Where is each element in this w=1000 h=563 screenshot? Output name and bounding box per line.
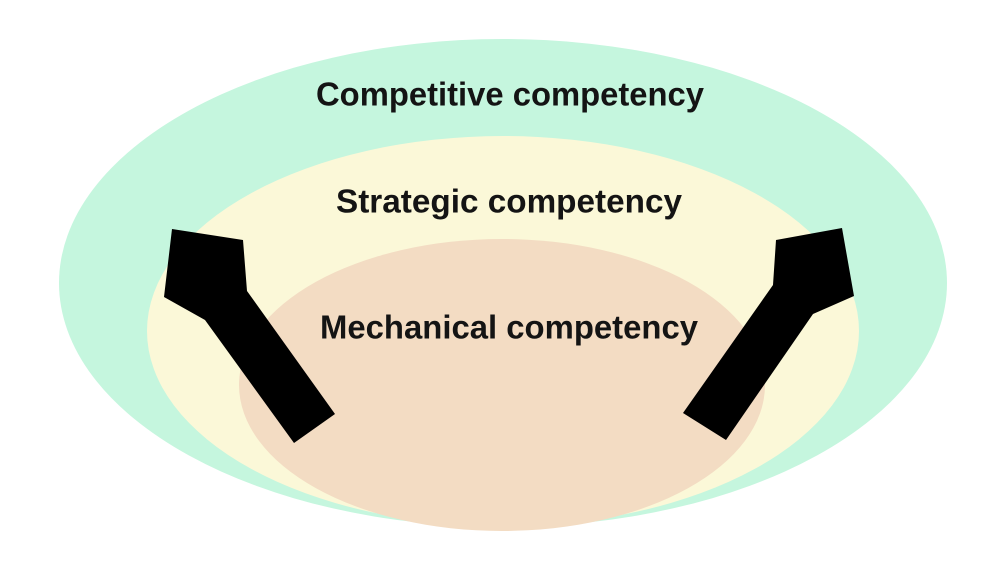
- outer-layer-label: Competitive competency: [316, 76, 705, 113]
- inner-layer-label: Mechanical competency: [320, 309, 699, 346]
- inner-layer: [239, 239, 765, 531]
- middle-layer-label: Strategic competency: [336, 183, 683, 220]
- arrow-up-left-icon: [164, 229, 335, 443]
- arrow-up-right-icon: [683, 228, 854, 440]
